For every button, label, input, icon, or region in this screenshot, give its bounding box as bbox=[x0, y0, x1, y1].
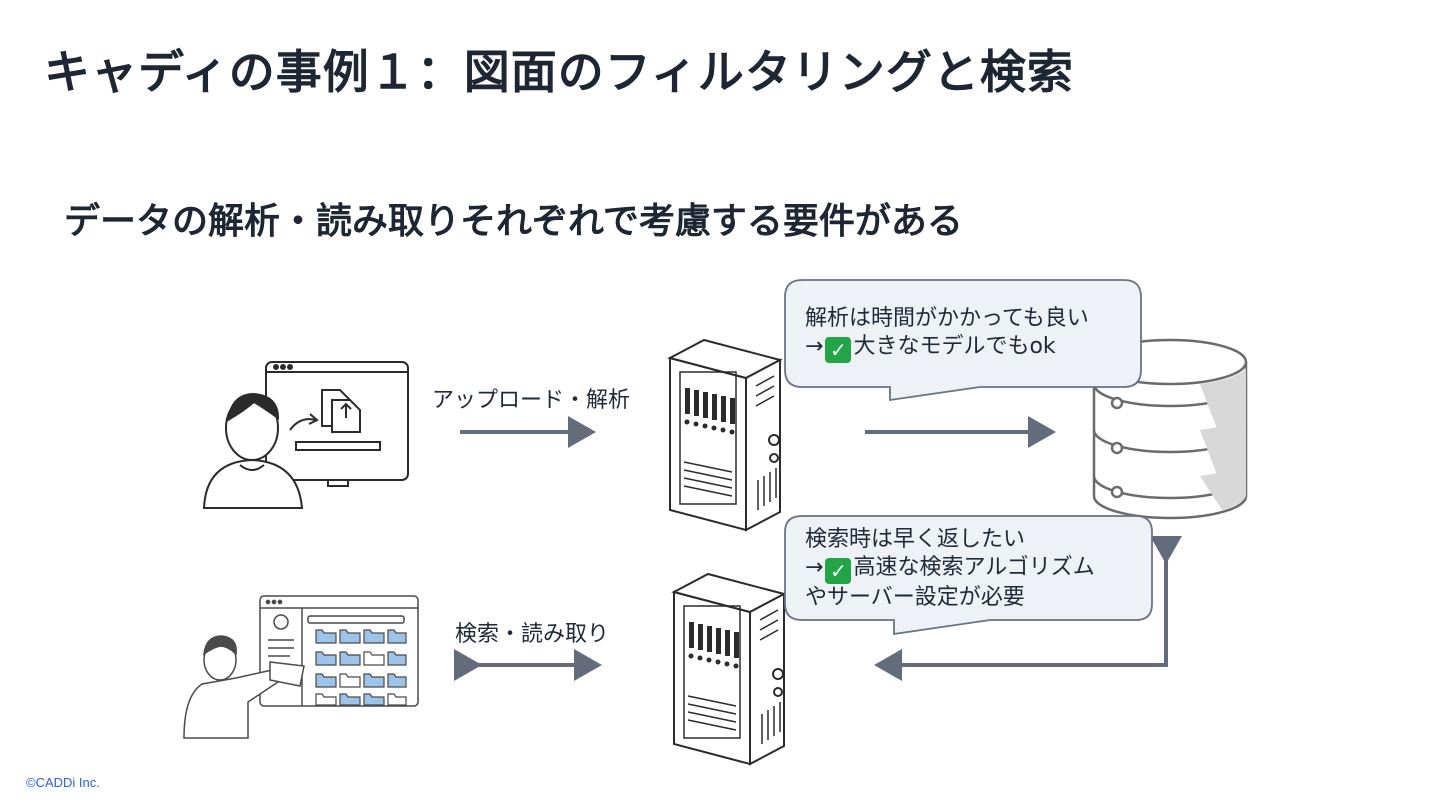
arrow-glyph: → bbox=[805, 555, 824, 580]
slide-title: キャディの事例１：図面のフィルタリングと検索 bbox=[44, 45, 1074, 99]
analysis-bubble-line2-row: →✓大きなモデルでもok bbox=[805, 333, 1089, 363]
copyright-footer: ©CADDi Inc. bbox=[26, 775, 100, 790]
analysis-bubble-line1: 解析は時間がかかっても良い bbox=[805, 306, 1089, 331]
search-bubble-line1: 検索時は早く返したい bbox=[805, 527, 1026, 552]
search-bubble-text: 検索時は早く返したい →✓高速な検索アルゴリズム やサーバー設定が必要 bbox=[805, 526, 1095, 612]
server-tower-icon bbox=[667, 338, 783, 532]
analysis-speech-bubble bbox=[784, 279, 1142, 402]
search-bubble-line2: 高速な検索アルゴリズム bbox=[853, 555, 1095, 580]
slide-subtitle: データの解析・読み取りそれぞれで考慮する要件がある bbox=[64, 201, 963, 242]
analysis-bubble-text: 解析は時間がかかっても良い →✓大きなモデルでもok bbox=[805, 305, 1089, 363]
search-bubble-line3: やサーバー設定が必要 bbox=[805, 585, 1025, 610]
search-speech-bubble bbox=[784, 515, 1153, 636]
upload-analysis-label: アップロード・解析 bbox=[432, 388, 631, 413]
db-to-server-arrow bbox=[874, 536, 1182, 681]
search-bubble-line2-row: →✓高速な検索アルゴリズム bbox=[805, 554, 1095, 584]
server-tower-icon bbox=[671, 572, 787, 766]
analysis-bubble-line2: 大きなモデルでもok bbox=[853, 334, 1056, 359]
person-uploading-on-monitor-icon bbox=[202, 361, 409, 509]
person-browsing-files-icon bbox=[183, 595, 419, 739]
search-read-label: 検索・読み取り bbox=[455, 622, 610, 647]
white-check-mark-icon: ✓ bbox=[825, 337, 852, 363]
arrow-glyph: → bbox=[805, 334, 824, 359]
white-check-mark-icon: ✓ bbox=[825, 558, 852, 584]
